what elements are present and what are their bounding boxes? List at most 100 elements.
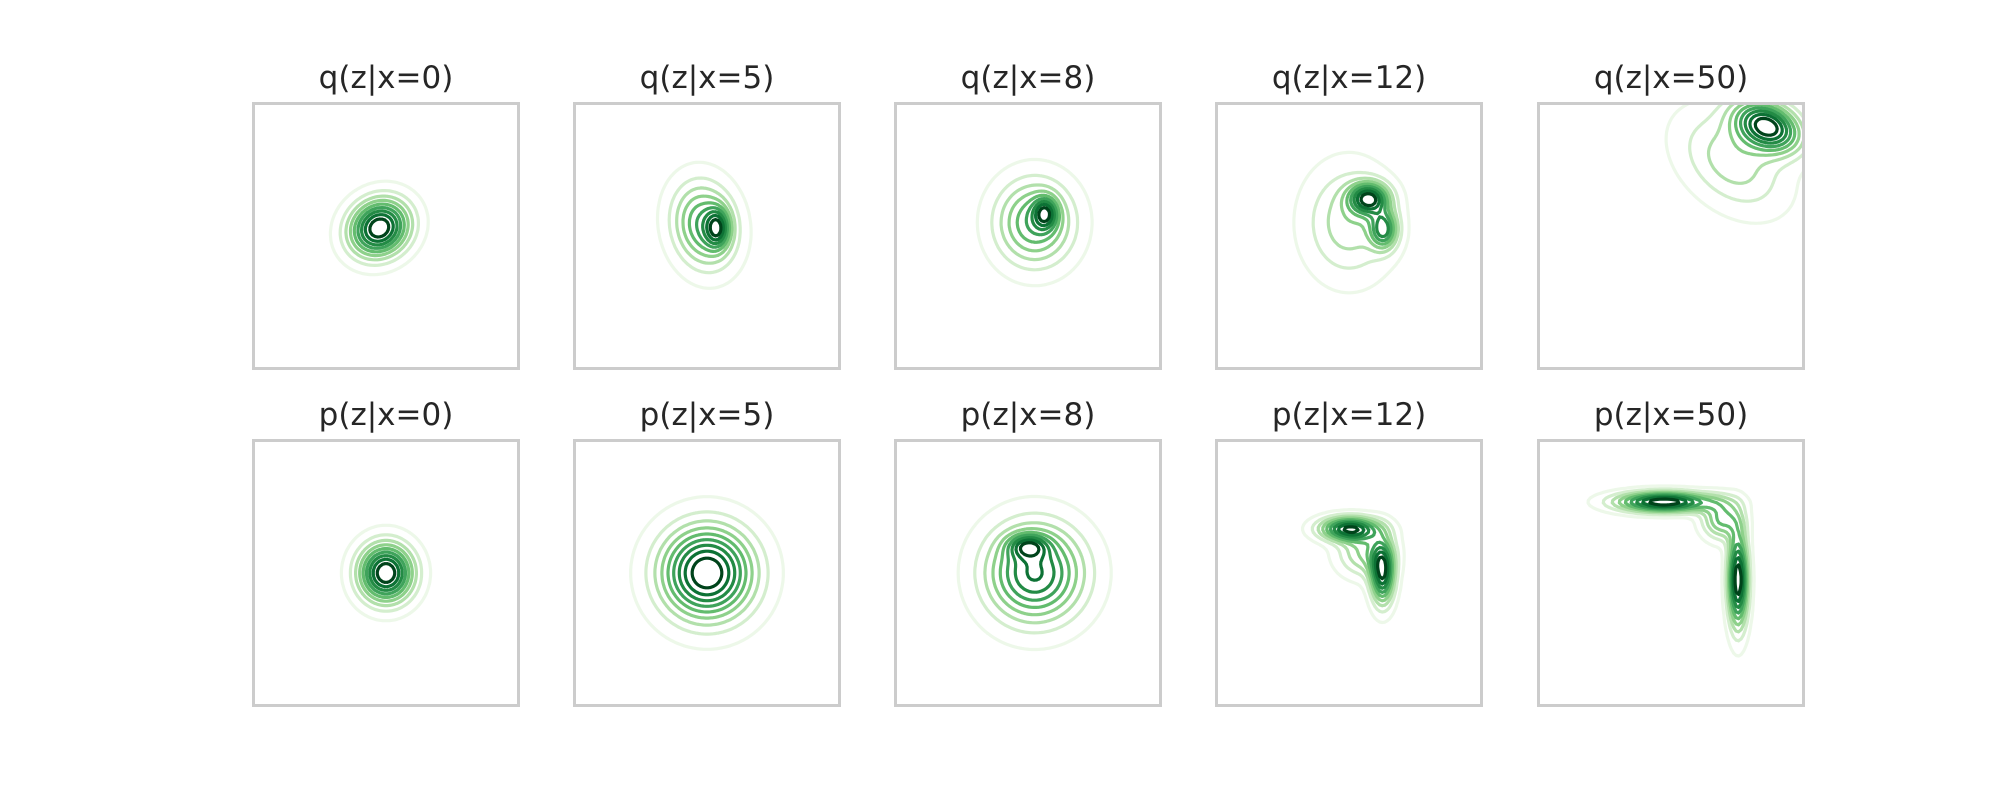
contour-line xyxy=(1316,514,1398,608)
contour-line xyxy=(361,547,411,599)
contour-line xyxy=(973,511,1097,635)
contour-line xyxy=(983,521,1087,625)
contour-panel xyxy=(1215,439,1483,707)
contour-line xyxy=(1706,102,1805,185)
contour-line xyxy=(705,213,725,242)
contour-line xyxy=(1310,512,1401,614)
contour-line xyxy=(1743,109,1789,145)
contour-panel xyxy=(573,439,841,707)
contour-line xyxy=(338,189,420,267)
axes-frame xyxy=(1215,439,1483,707)
contour-line xyxy=(1007,189,1065,253)
contour-line xyxy=(1734,103,1797,152)
contour-line xyxy=(1748,112,1784,142)
contour-line xyxy=(701,210,727,246)
axes-frame xyxy=(573,439,841,707)
contour-line xyxy=(629,495,785,651)
contour-line xyxy=(363,213,395,243)
contour-line xyxy=(690,556,724,590)
contour-line xyxy=(1601,487,1753,643)
contour-panel xyxy=(1537,102,1805,370)
contour-line xyxy=(998,530,1071,609)
contour-line xyxy=(360,209,399,247)
contour-line xyxy=(1727,102,1801,157)
panel-title: q(z|x=0) xyxy=(318,60,454,96)
contour-line xyxy=(1664,102,1805,225)
contour-line xyxy=(1024,197,1059,237)
contour-line xyxy=(667,176,742,275)
contour-line xyxy=(354,538,418,608)
axes-frame xyxy=(1537,102,1805,370)
contour-line xyxy=(695,206,729,249)
contour-line xyxy=(1359,192,1378,208)
contour-line xyxy=(1753,116,1779,137)
contour-line xyxy=(368,554,404,592)
contour-panel xyxy=(1537,439,1805,707)
contour-panel xyxy=(252,439,520,707)
contour-line xyxy=(666,532,748,614)
panel-title: q(z|x=8) xyxy=(960,60,1096,96)
contour-line xyxy=(1015,193,1061,244)
panel-title: q(z|x=5) xyxy=(639,60,775,96)
contour-line xyxy=(999,183,1071,262)
contour-line xyxy=(1326,176,1400,255)
contour-line xyxy=(681,194,734,258)
contour-line xyxy=(364,550,408,596)
contour-line xyxy=(1030,199,1056,232)
axes-frame xyxy=(252,102,520,370)
contour-line xyxy=(990,173,1080,272)
contour-line xyxy=(356,206,403,250)
axes-frame xyxy=(573,102,841,370)
panel-title: p(z|x=5) xyxy=(639,397,775,433)
axes-frame xyxy=(1537,439,1805,707)
contour-line xyxy=(352,202,406,254)
contour-line xyxy=(683,549,731,597)
contour-line xyxy=(708,218,723,238)
contour-line xyxy=(1641,495,1745,604)
contour-line xyxy=(1586,484,1756,658)
contour-line xyxy=(1034,202,1054,228)
contour-line xyxy=(1648,497,1743,596)
contour-panel xyxy=(252,102,520,370)
contour-line xyxy=(371,557,401,589)
contour-line xyxy=(1349,184,1393,243)
contour-line xyxy=(672,538,742,608)
contour-line xyxy=(687,201,732,253)
contour-line xyxy=(348,198,410,258)
contour-panel xyxy=(573,102,841,370)
panel-title: q(z|x=50) xyxy=(1593,60,1749,96)
contour-panel xyxy=(1215,102,1483,370)
contour-line xyxy=(1010,536,1056,594)
contour-line xyxy=(344,194,415,262)
contour-line xyxy=(328,179,430,277)
contour-line xyxy=(348,533,424,613)
panel-title: p(z|x=12) xyxy=(1271,397,1427,433)
contour-panel xyxy=(894,102,1162,370)
contour-line xyxy=(660,526,754,620)
contour-line xyxy=(956,494,1113,652)
axes-frame xyxy=(1215,102,1483,370)
contour-line xyxy=(358,543,414,603)
contour-line xyxy=(1739,106,1793,149)
contour-line xyxy=(1014,538,1046,582)
axes-frame xyxy=(894,102,1162,370)
contour-line xyxy=(677,543,737,603)
contour-line xyxy=(1355,189,1381,211)
contour-line xyxy=(991,527,1078,617)
contour-line xyxy=(675,186,737,265)
panel-title: p(z|x=0) xyxy=(318,397,454,433)
axes-frame xyxy=(894,439,1162,707)
contour-line xyxy=(339,523,433,623)
panel-title: p(z|x=8) xyxy=(960,397,1096,433)
contour-line xyxy=(975,157,1094,288)
contour-line xyxy=(655,160,753,290)
contour-line xyxy=(1342,525,1388,581)
panel-title: q(z|x=12) xyxy=(1271,60,1427,96)
contour-line xyxy=(1037,206,1052,224)
contour-line xyxy=(1352,187,1390,239)
contour-line xyxy=(653,519,761,627)
contour-line xyxy=(1339,179,1398,250)
contour-line xyxy=(1321,516,1396,603)
contour-line xyxy=(1688,102,1805,203)
